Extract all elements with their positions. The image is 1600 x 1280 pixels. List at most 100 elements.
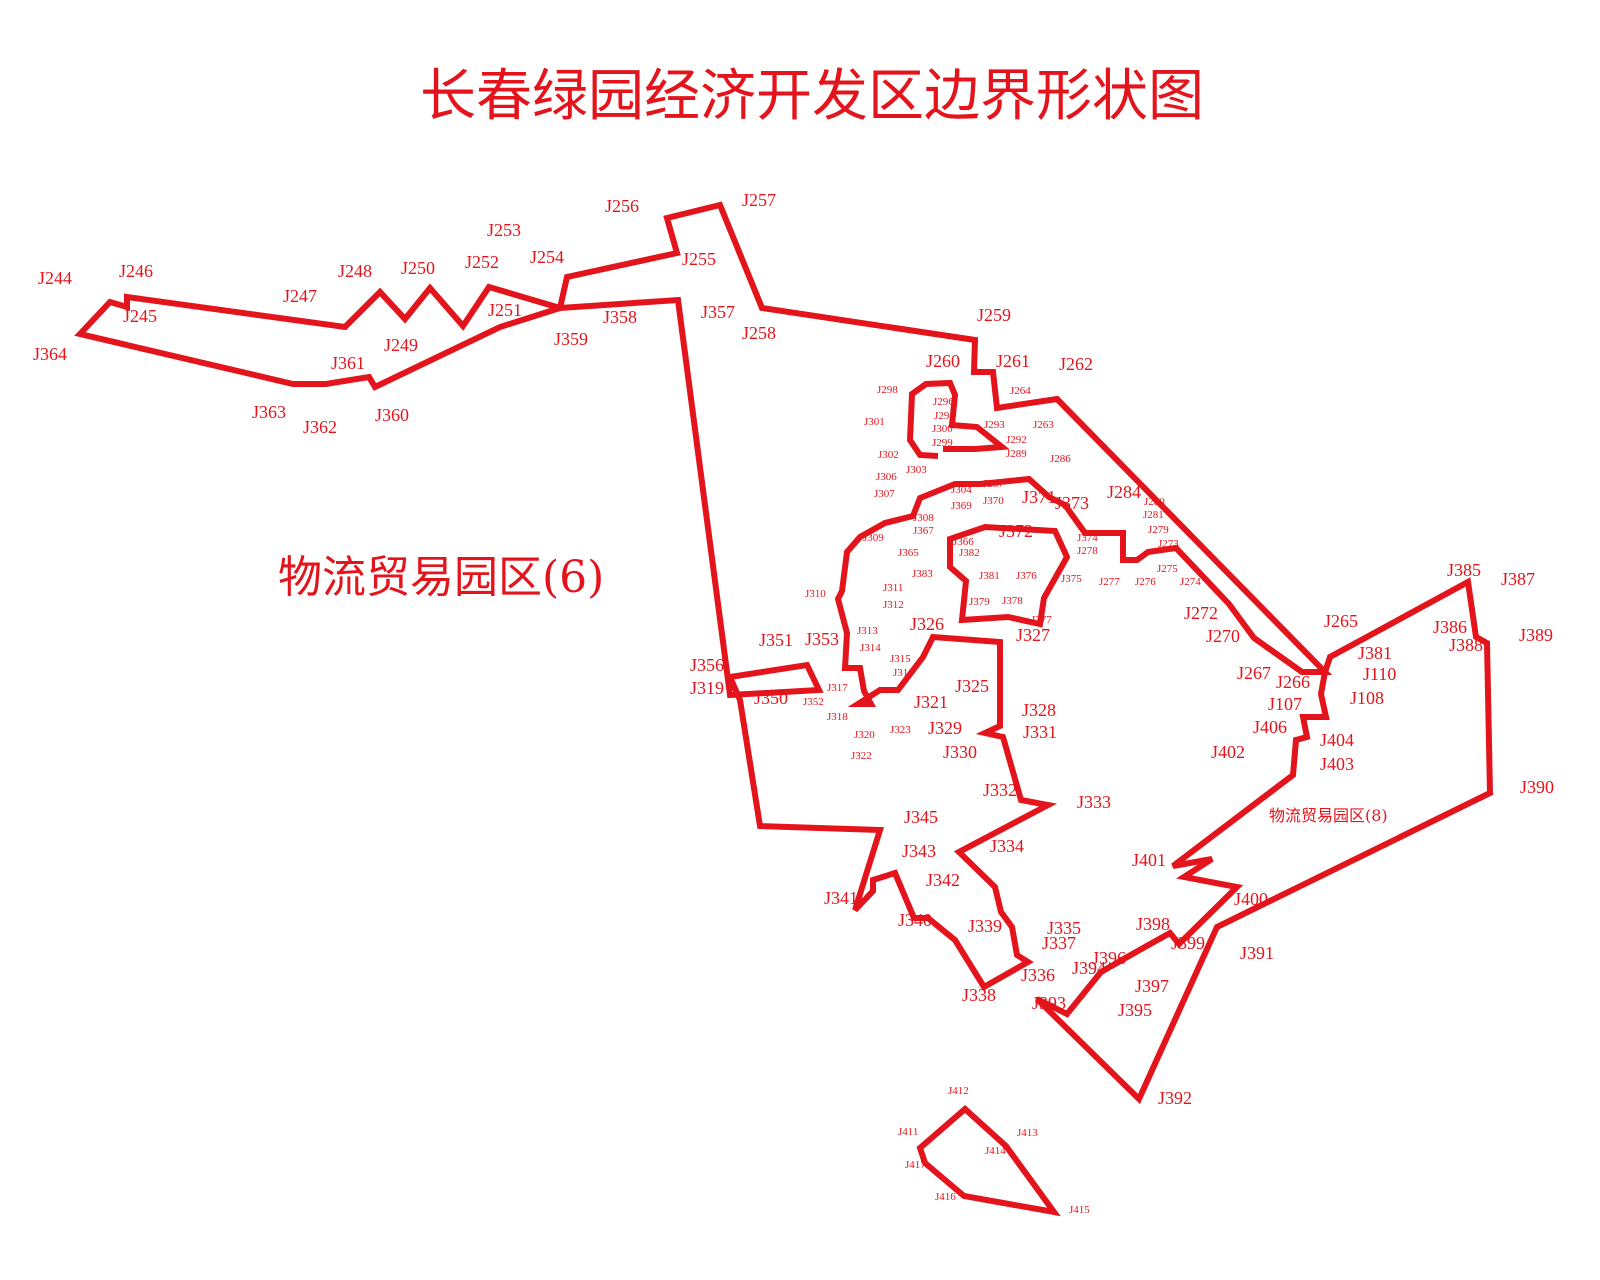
vertex-label: J300 xyxy=(932,423,953,435)
vertex-label: J310 xyxy=(805,588,826,600)
vertex-label: J108 xyxy=(1350,688,1384,708)
vertex-label: J281 xyxy=(1143,509,1164,521)
vertex-label: J378 xyxy=(1002,595,1023,607)
vertex-label: J336 xyxy=(1021,965,1055,985)
vertex-label: J308 xyxy=(913,512,934,524)
vertex-label: J401 xyxy=(1132,850,1166,870)
vertex-label: J299 xyxy=(932,437,953,449)
vertex-label: J382 xyxy=(959,547,980,559)
vertex-label: J337 xyxy=(1042,933,1076,953)
vertex-label: J338 xyxy=(962,985,996,1005)
vertex-label: J365 xyxy=(898,547,919,559)
vertex-label: J301 xyxy=(864,416,885,428)
vertex-label: J341 xyxy=(824,888,858,908)
vertex-label: J398 xyxy=(1136,914,1170,934)
vertex-label: J388 xyxy=(1449,635,1483,655)
vertex-label: J289 xyxy=(1006,448,1027,460)
vertex-label: J262 xyxy=(1059,354,1093,374)
vertex-label: J353 xyxy=(805,629,839,649)
vertex-label: J293 xyxy=(984,419,1005,431)
vertex-label: J249 xyxy=(384,335,418,355)
vertex-label: J298 xyxy=(877,384,898,396)
vertex-label: J250 xyxy=(401,258,435,278)
vertex-label: J372 xyxy=(999,521,1033,541)
vertex-label: J107 xyxy=(1268,694,1302,714)
vertex-label: J400 xyxy=(1234,889,1268,909)
vertex-label: J332 xyxy=(983,780,1017,800)
vertex-label: J255 xyxy=(682,249,716,269)
vertex-label: J362 xyxy=(303,417,337,437)
vertex-label: J286 xyxy=(1050,453,1071,465)
vertex-label: J266 xyxy=(1276,672,1310,692)
vertex-label: J294 xyxy=(934,410,955,422)
vertex-label: J252 xyxy=(465,252,499,272)
vertex-label: J379 xyxy=(969,596,990,608)
vertex-label: J399 xyxy=(1171,933,1205,953)
zone-label-6: 物流贸易园区(6) xyxy=(278,552,604,603)
vertex-label: J334 xyxy=(990,836,1024,856)
vertex-label: J110 xyxy=(1363,664,1396,684)
vertex-label: J316 xyxy=(893,667,914,679)
vertex-label: J364 xyxy=(33,344,67,364)
vertex-label: J330 xyxy=(943,742,977,762)
vertex-label: J357 xyxy=(701,302,735,322)
vertex-label: J366 xyxy=(953,536,974,548)
vertex-label: J360 xyxy=(375,405,409,425)
vertex-label: J309 xyxy=(863,532,884,544)
vertex-label: J373 xyxy=(1055,493,1089,513)
vertex-label: J331 xyxy=(1023,722,1057,742)
vertex-label: J270 xyxy=(1206,626,1240,646)
boundary-inner-area xyxy=(906,379,1010,459)
vertex-label: J374 xyxy=(1077,532,1098,544)
vertex-label: J260 xyxy=(926,351,960,371)
vertex-label: J381 xyxy=(979,570,1000,582)
vertex-label: J329 xyxy=(928,718,962,738)
vertex-label: J367 xyxy=(913,525,934,537)
vertex-label: J333 xyxy=(1077,792,1111,812)
vertex-label: J247 xyxy=(283,286,317,306)
vertex-label: J275 xyxy=(1157,563,1178,575)
vertex-label: J327 xyxy=(1016,625,1050,645)
vertex-label: J376 xyxy=(1016,570,1037,582)
vertex-label: J267 xyxy=(1237,663,1271,683)
vertex-label: J248 xyxy=(338,261,372,281)
boundary-south-small xyxy=(916,1104,1061,1217)
vertex-label: J361 xyxy=(331,353,365,373)
vertex-label: J390 xyxy=(1520,777,1554,797)
vertex-label: J296 xyxy=(933,396,954,408)
vertex-label: J404 xyxy=(1320,730,1354,750)
vertex-label: J415 xyxy=(1069,1204,1090,1216)
vertex-label: J321 xyxy=(914,692,948,712)
vertex-label: J396 xyxy=(1092,948,1126,968)
vertex-label: J292 xyxy=(1006,434,1027,446)
vertex-label: J406 xyxy=(1253,717,1287,737)
vertex-label: J326 xyxy=(910,614,944,634)
vertex-label: J352 xyxy=(803,696,824,708)
vertex-label: J391 xyxy=(1240,943,1274,963)
vertex-label: J370 xyxy=(983,495,1004,507)
vertex-label: J274 xyxy=(1180,576,1201,588)
vertex-label: J325 xyxy=(955,676,989,696)
vertex-label: J377 xyxy=(1031,614,1052,626)
vertex-label: J413 xyxy=(1017,1127,1038,1139)
vertex-label: J322 xyxy=(851,750,872,762)
vertex-label: J402 xyxy=(1211,742,1245,762)
vertex-label: J302 xyxy=(878,449,899,461)
vertex-label: J244 xyxy=(38,268,72,288)
vertex-label: J246 xyxy=(119,261,153,281)
vertex-label: J369 xyxy=(951,500,972,512)
vertex-label: J394 xyxy=(1072,958,1106,978)
vertex-label: J254 xyxy=(530,247,564,267)
vertex-label: J335 xyxy=(1047,918,1081,938)
vertex-label: J395 xyxy=(1118,1000,1152,1020)
vertex-label: J264 xyxy=(1010,385,1031,397)
vertex-label: J261 xyxy=(996,351,1030,371)
vertex-label: J392 xyxy=(1158,1088,1192,1108)
vertex-label: J339 xyxy=(968,916,1002,936)
vertex-label: J307 xyxy=(874,488,895,500)
vertex-label: J359 xyxy=(554,329,588,349)
vertex-label: J340 xyxy=(898,910,932,930)
vertex-label: J417 xyxy=(905,1159,926,1171)
vertex-label: J358 xyxy=(603,307,637,327)
